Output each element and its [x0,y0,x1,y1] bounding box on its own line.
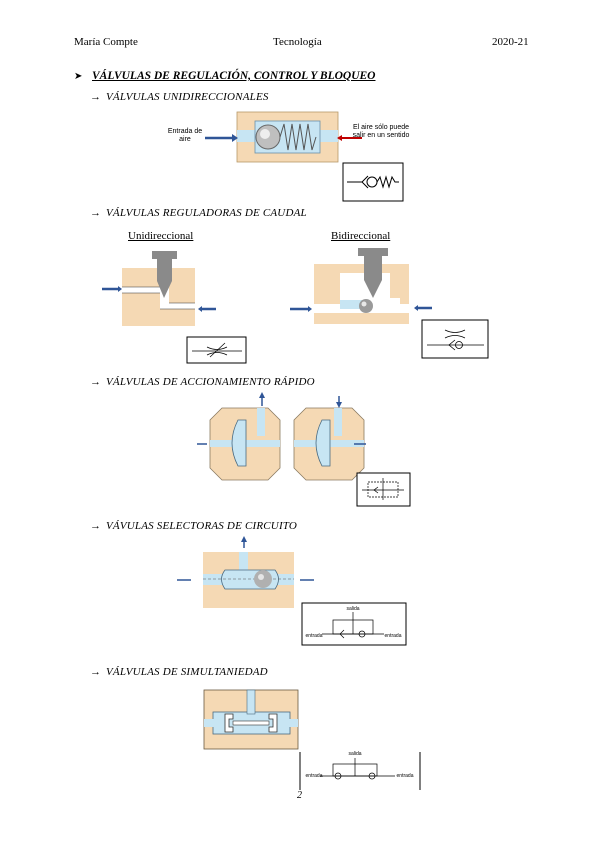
section-bullet: ➤ [74,71,83,82]
caption-unidireccional: Unidireccional [128,230,194,242]
sub-title-simultaneidad: VÁLVULAS DE SIMULTANIEDAD [106,666,268,678]
caption-bidireccional: Bidireccional [331,230,391,242]
sub-arrow-5: → [90,666,102,678]
selector-symbol-input-left: entrada [305,633,323,639]
simultaneity-symbol-input-left: entrada [305,773,323,779]
sub-title-caudal: VÁLVULAS REGULADORAS DE CAUDAL [106,207,307,219]
simultaneity-symbol-input-right: entrada [396,773,414,779]
sub-arrow-2: → [90,207,102,219]
sub-title-rapido: VÁLVULAS DE ACCIONAMIENTO RÁPIDO [106,376,315,388]
header-subject: Tecnología [273,36,322,48]
label-entrada-aire: Entrada de aire [167,128,203,143]
selector-symbol-input-right: entrada [384,633,402,639]
header-author: María Compte [74,36,138,48]
simultaneity-symbol-output: salida [348,751,362,757]
sub-arrow-4: → [90,520,102,532]
sub-arrow-1: → [90,91,102,103]
sub-title-unidireccionales: VÁLVULAS UNIDIRECCIONALES [106,91,269,103]
section-title: VÁLVULAS DE REGULACIÓN, CONTROL Y BLOQUE… [92,70,376,82]
sub-arrow-3: → [90,376,102,388]
header-year: 2020-21 [492,36,529,48]
page-number: 2 [297,790,302,801]
selector-symbol-output: salida [346,606,360,612]
sub-title-selectoras: VÁVULAS SELECTORAS DE CIRCUITO [106,520,298,532]
label-salida-aire: El aire sólo puede salir en un sentido [352,124,410,139]
